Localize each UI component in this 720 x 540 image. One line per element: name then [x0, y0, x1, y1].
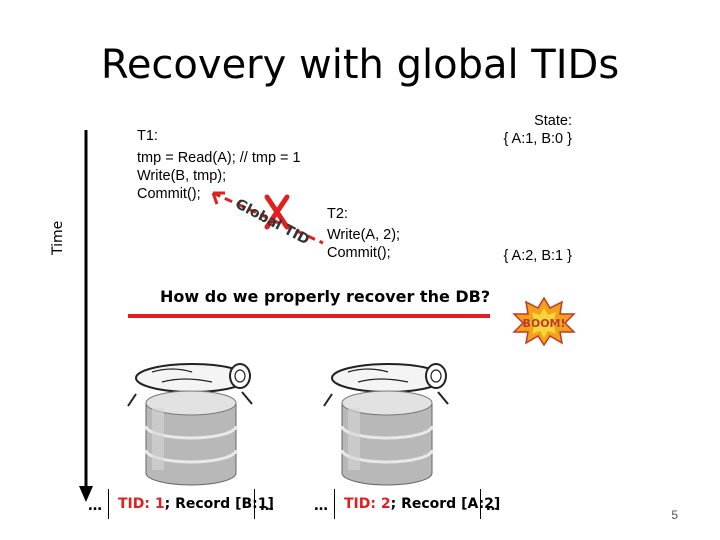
log-entry-tid: TID: 2 [344, 496, 391, 512]
log-entry-record: Record [B:1] [175, 496, 274, 512]
t1-line-1: tmp = Read(A); // tmp = 1 [137, 150, 301, 166]
global-tid-arrow [211, 191, 324, 245]
state-after: { A:2, B:1 } [503, 248, 572, 264]
database-2-icon [323, 363, 449, 486]
t1-line-3: Commit(); [137, 186, 201, 202]
database-1-icon [127, 363, 253, 486]
t2-label: T2: [327, 206, 348, 222]
t2-line-2: Commit(); [327, 245, 391, 261]
log-entry: TID: 2; Record [A:2] [344, 496, 501, 512]
slide-title: Recovery with global TIDs [100, 42, 620, 88]
boom-icon: BOOM! [512, 296, 576, 346]
time-axis-label: Time [50, 220, 66, 255]
log-ellipsis-before: … [88, 498, 102, 514]
log-ellipsis-before: … [314, 498, 328, 514]
log-ellipsis-after: … [486, 498, 500, 514]
log-entry-record: Record [A:2] [401, 496, 501, 512]
log-entry-tid: TID: 1 [118, 496, 165, 512]
log-strip-1: … TID: 1; Record [B:1] … [84, 489, 284, 519]
log-strip-2: … TID: 2; Record [A:2] … [310, 489, 510, 519]
state-before: { A:1, B:0 } [503, 131, 572, 147]
cross-mark-icon [264, 194, 290, 230]
state-label: State: [534, 113, 572, 129]
log-entry: TID: 1; Record [B:1] [118, 496, 274, 512]
crash-line [128, 314, 490, 318]
page-number: 5 [671, 508, 678, 522]
t1-line-2: Write(B, tmp); [137, 168, 227, 184]
boom-label: BOOM! [522, 317, 565, 330]
log-ellipsis-after: … [260, 498, 274, 514]
question-text: How do we properly recover the DB? [160, 287, 491, 306]
t2-line-1: Write(A, 2); [327, 227, 401, 243]
time-axis [79, 130, 93, 502]
t1-label: T1: [137, 128, 158, 144]
